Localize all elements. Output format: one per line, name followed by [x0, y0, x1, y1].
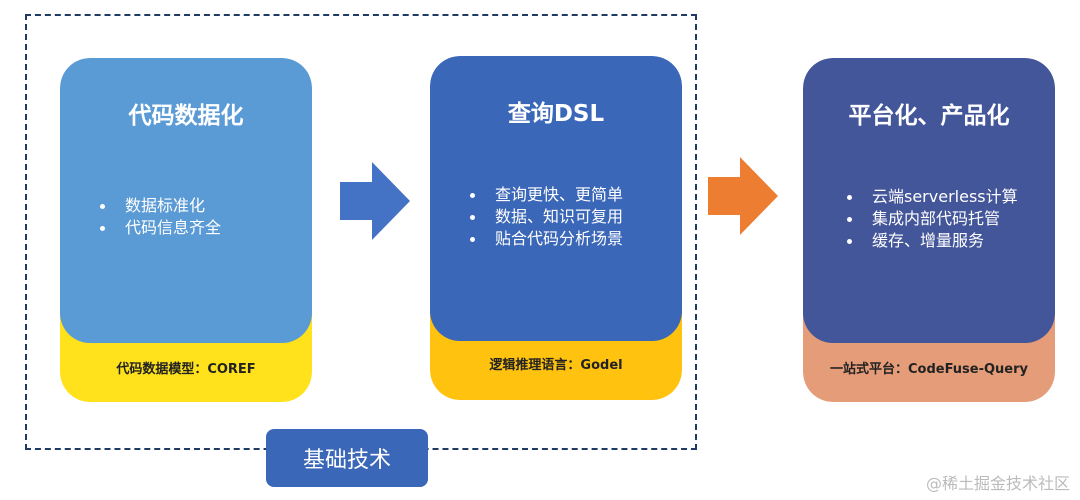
bullet-item: 缓存、增量服务: [847, 230, 1018, 252]
card-title: 平台化、产品化: [848, 103, 1010, 129]
card-top: [60, 58, 312, 343]
bullet-item: 云端serverless计算: [847, 186, 1018, 208]
card-code-datafication: 代码数据化 数据标准化 代码信息齐全 代码数据模型：COREF: [60, 58, 312, 402]
watermark: @稀土掘金技术社区: [925, 474, 1070, 493]
right-arrow-icon: [340, 162, 410, 240]
bullet-list: 云端serverless计算 集成内部代码托管 缓存、增量服务: [847, 186, 1018, 252]
bullet-list: 查询更快、更简单 数据、知识可复用 贴合代码分析场景: [470, 184, 623, 250]
bullet-item: 查询更快、更简单: [470, 184, 623, 206]
bullet-item: 代码信息齐全: [100, 217, 221, 239]
bullet-item: 集成内部代码托管: [847, 208, 1018, 230]
bullet-item: 数据、知识可复用: [470, 206, 623, 228]
bullet-item: 贴合代码分析场景: [470, 228, 623, 250]
bullet-list: 数据标准化 代码信息齐全: [100, 195, 221, 239]
bullet-item: 数据标准化: [100, 195, 221, 217]
card-footer: 逻辑推理语言：Godel: [489, 358, 623, 373]
card-platform-productization: 平台化、产品化 云端serverless计算 集成内部代码托管 缓存、增量服务 …: [803, 58, 1055, 402]
card-title: 代码数据化: [128, 103, 244, 129]
card-footer: 代码数据模型：COREF: [116, 362, 256, 377]
card-title: 查询DSL: [507, 101, 605, 127]
right-arrow-icon: [708, 157, 778, 235]
base-technology-label: 基础技术: [266, 429, 428, 487]
card-top: [430, 56, 682, 341]
card-top: [803, 58, 1055, 343]
card-query-dsl: 查询DSL 查询更快、更简单 数据、知识可复用 贴合代码分析场景 逻辑推理语言：…: [430, 56, 682, 400]
card-footer: 一站式平台：CodeFuse-Query: [829, 362, 1029, 377]
